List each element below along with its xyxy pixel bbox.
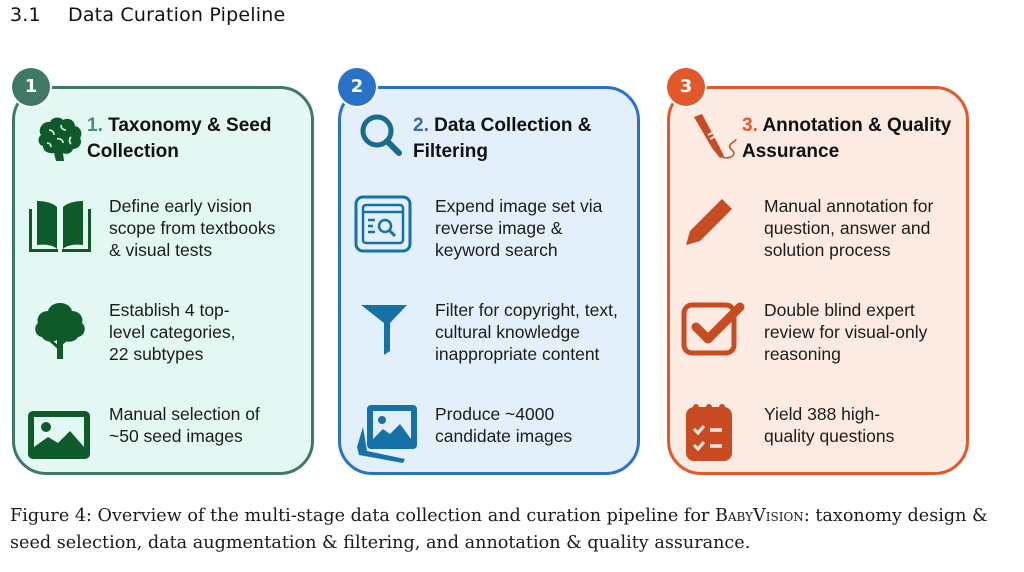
stage-1-badge: 1: [12, 68, 50, 106]
stage-2-item-2: Filter for copyright, text, cultural kno…: [351, 299, 631, 369]
web-search-icon: [354, 195, 412, 253]
stage-3-item-2: Double blind expert review for visual-on…: [680, 299, 960, 369]
funnel-icon: [361, 305, 407, 355]
image-icon: [28, 411, 90, 459]
stage-3-panel: 3 3. Annotation & Quality Assurance Manu…: [667, 68, 969, 475]
stage-2-panel: 2 2. Data Collection & Filtering Expend …: [338, 68, 640, 475]
stage-2-item-3: Produce ~4000 candidate images: [351, 403, 631, 473]
stage-3-badge: 3: [667, 68, 705, 106]
stage-1-title: 1. Taxonomy & Seed Collection: [87, 115, 272, 162]
fountain-pen-icon: [694, 114, 737, 159]
stage-3-item-3: Yield 388 high- quality questions: [680, 403, 960, 473]
stage-2-badge: 2: [338, 68, 376, 106]
checkbox-icon: [681, 302, 745, 356]
pencil-icon: [686, 199, 732, 245]
stage-1-item-1: Define early vision scope from textbooks…: [25, 195, 305, 265]
stage-1-item-2: Establish 4 top- level categories, 22 su…: [25, 299, 305, 369]
checklist-icon: [686, 404, 732, 461]
stage-2-title: 2. Data Collection & Filtering: [413, 115, 592, 162]
stage-1-title-text: Taxonomy & Seed Collection: [87, 115, 272, 162]
open-book-icon: [29, 201, 91, 252]
stage-1-panel: 1 1. Taxonomy & Seed Collection Define e…: [12, 68, 314, 475]
stage-3-title: 3. Annotation & Quality Assurance: [742, 115, 952, 162]
section-number: 3.1: [10, 4, 41, 26]
stage-2-title-text: Data Collection & Filtering: [413, 115, 592, 162]
stage-1-item-3: Manual selection of ~50 seed images: [25, 403, 305, 473]
figure-caption: Figure 4: Overview of the multi-stage da…: [10, 506, 988, 553]
stage-3-item-1: Manual annotation for question, answer a…: [680, 195, 960, 265]
section-heading: 3.1 Data Curation Pipeline: [10, 4, 285, 26]
magnifier-icon: [360, 114, 402, 156]
tree-icon: [35, 303, 85, 359]
project-name: BabyVision: [714, 506, 804, 526]
image-stack-icon: [357, 405, 417, 463]
section-title: Data Curation Pipeline: [68, 4, 286, 26]
stage-3-title-text: Annotation & Quality Assurance: [742, 115, 952, 162]
stage-2-item-1: Expend image set via reverse image & key…: [351, 195, 631, 265]
brain-icon: [38, 117, 82, 161]
